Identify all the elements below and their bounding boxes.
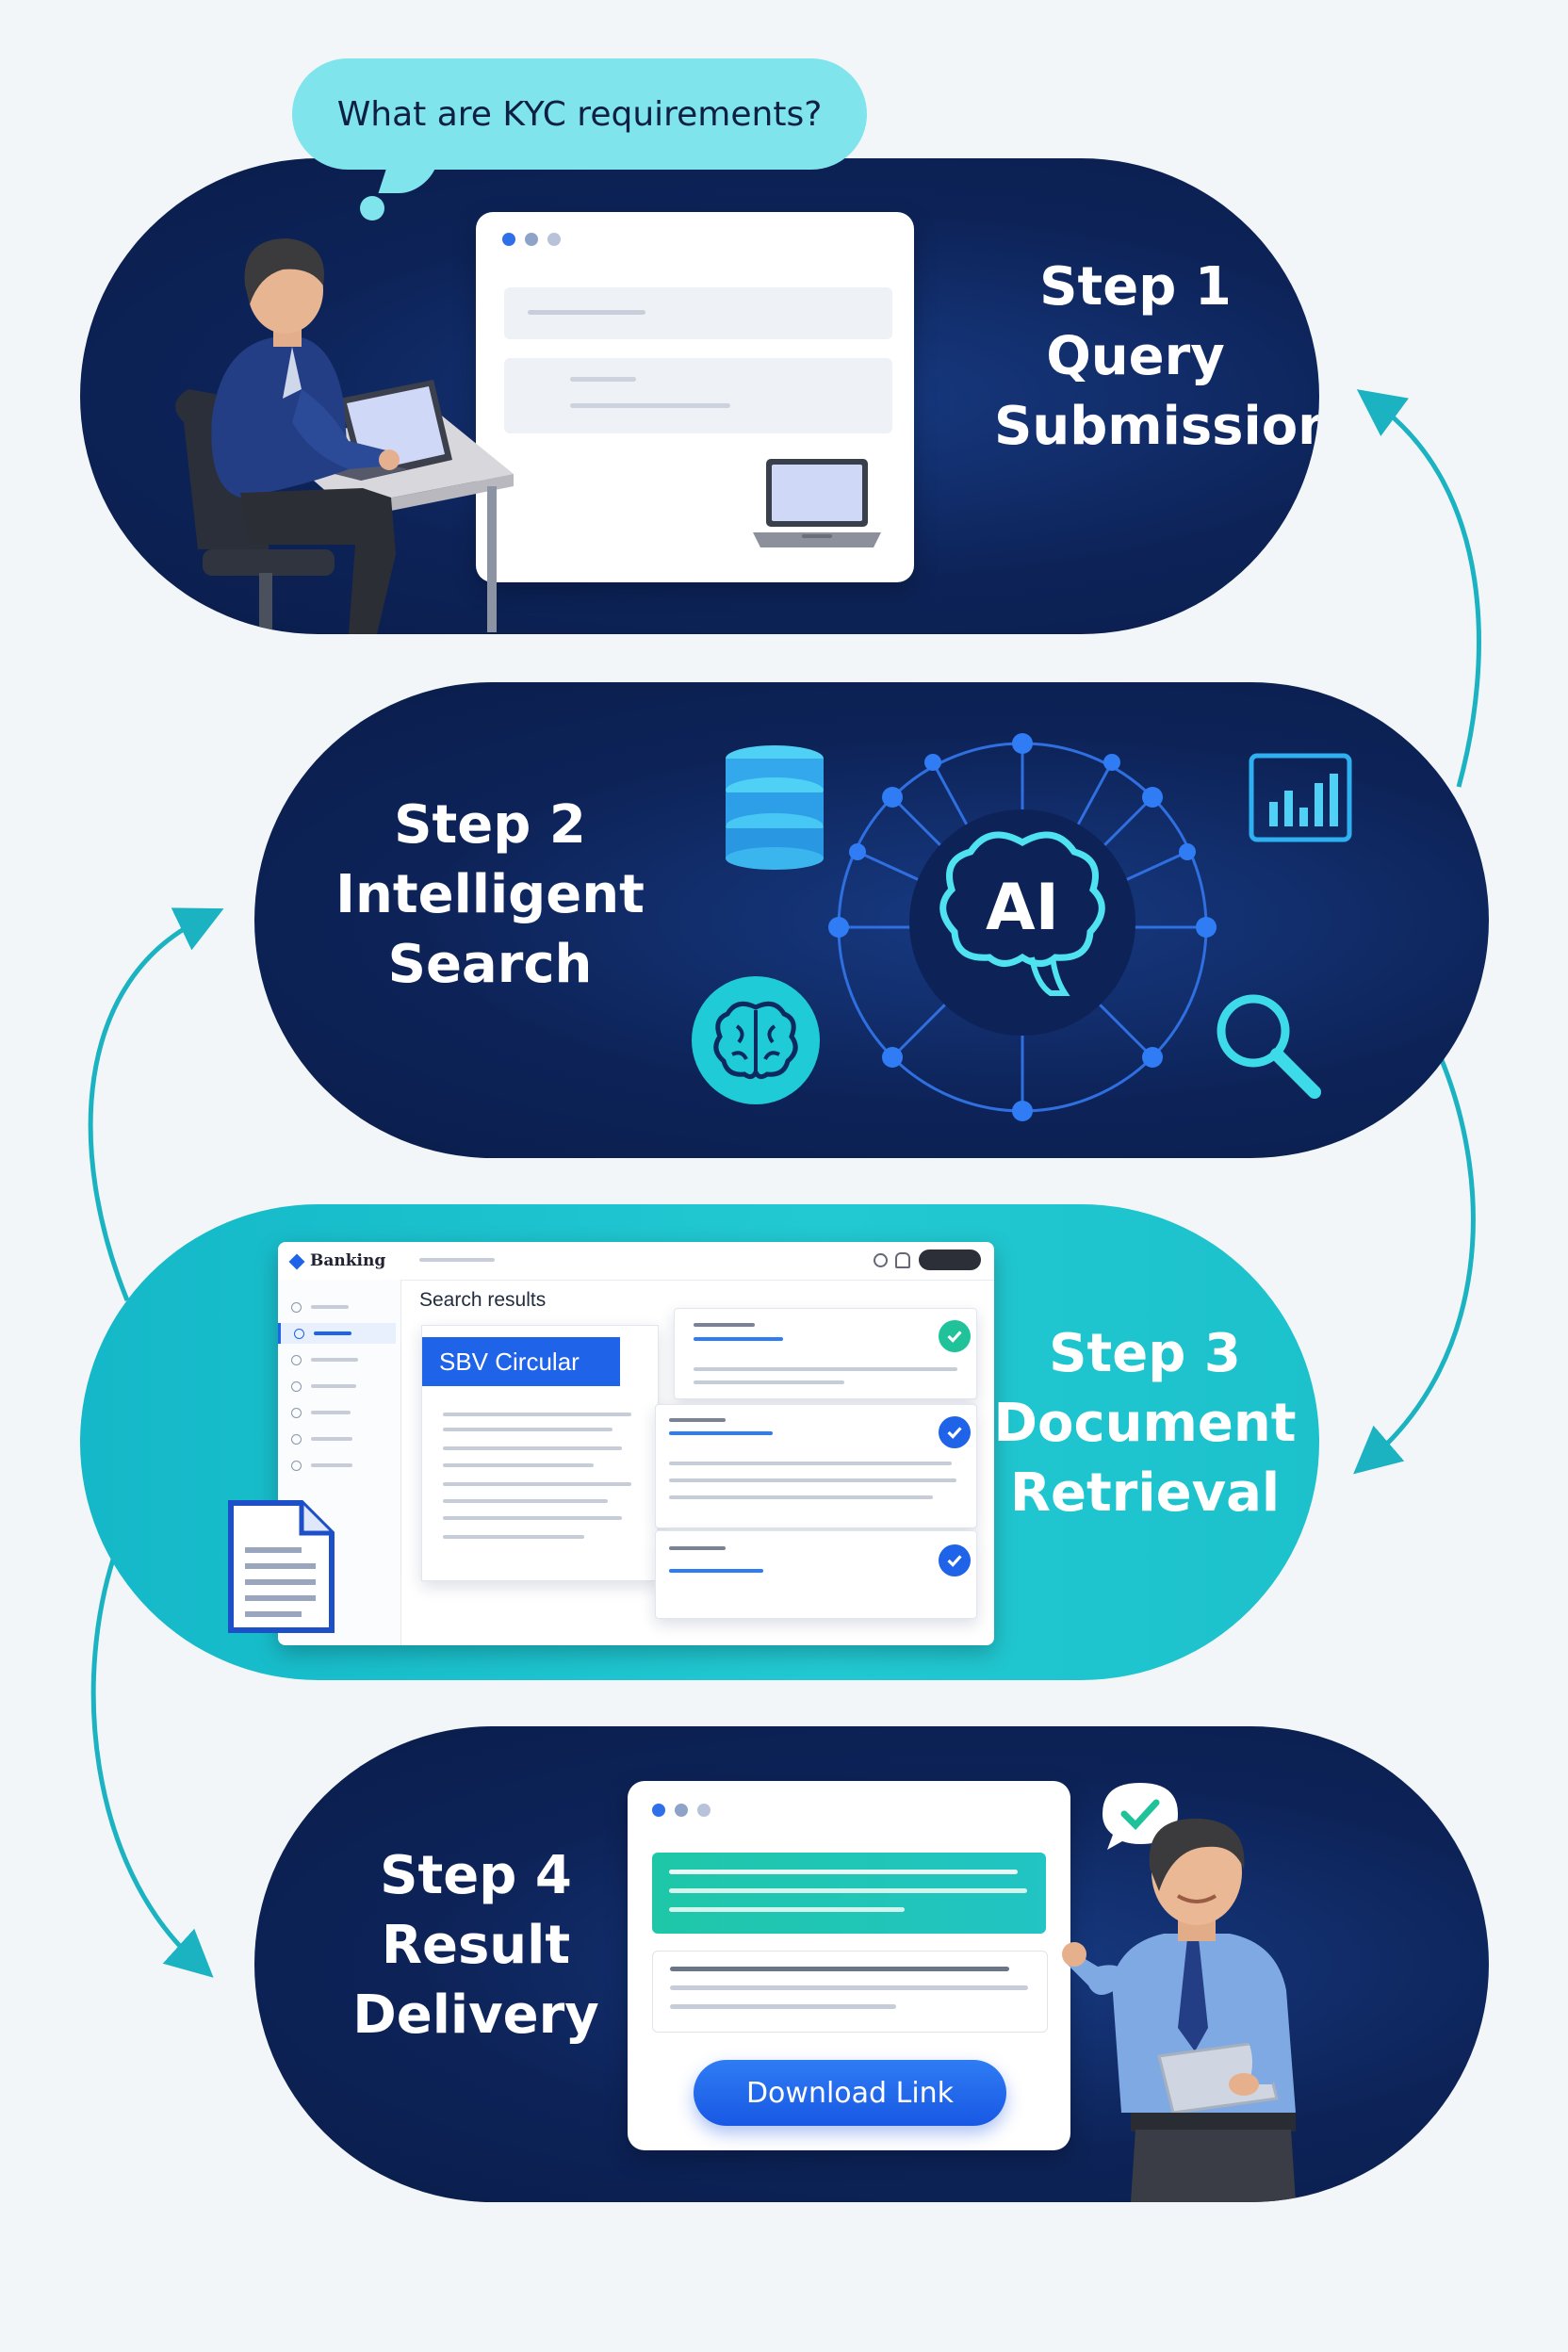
- result-card-1[interactable]: [674, 1308, 977, 1399]
- check-icon: [939, 1544, 971, 1576]
- document-tag-label: SBV Circular: [439, 1348, 580, 1377]
- user-menu[interactable]: [919, 1250, 981, 1270]
- speech-bubble: What are KYC requirements?: [292, 58, 867, 170]
- app-header: Banking: [278, 1242, 994, 1281]
- query-field: [504, 287, 892, 339]
- result-card-3[interactable]: [655, 1530, 977, 1619]
- step1-line2: Query: [994, 322, 1277, 392]
- result-field: [504, 358, 892, 433]
- results-heading: Search results: [419, 1289, 546, 1312]
- step4-line2: Result: [311, 1911, 641, 1981]
- result-card-2[interactable]: [655, 1404, 977, 1528]
- step1-title: Step 1 Query Submission: [994, 253, 1277, 462]
- step4-label: Step 4: [311, 1841, 641, 1911]
- download-link-button[interactable]: Download Link: [694, 2060, 1006, 2126]
- step2-line2: Intelligent: [325, 860, 655, 930]
- check-icon: [939, 1416, 971, 1448]
- query-browser-window: [476, 212, 914, 582]
- sidebar-item-active[interactable]: [278, 1323, 396, 1344]
- step1-panel: Step 1 Query Submission: [80, 158, 1319, 634]
- sidebar-item[interactable]: [291, 1429, 385, 1449]
- step2-panel: Step 2 Intelligent Search: [254, 682, 1489, 1158]
- document-tag: SBV Circular: [422, 1337, 620, 1386]
- step3-line2: Document: [985, 1389, 1305, 1459]
- window-dots: [652, 1804, 720, 1821]
- magnifier-icon: [1206, 984, 1329, 1106]
- step1-label: Step 1: [994, 253, 1277, 322]
- sidebar-item[interactable]: [291, 1349, 385, 1370]
- presenter-illustration: [1055, 1802, 1338, 2202]
- step3-panel: Banking Search results SBV Circular: [80, 1204, 1319, 1680]
- step4-line3: Delivery: [311, 1981, 641, 2050]
- app-logo-icon: [289, 1254, 305, 1270]
- step3-title: Step 3 Document Retrieval: [985, 1319, 1305, 1528]
- laptop-icon: [749, 455, 886, 559]
- document-icon: [226, 1498, 337, 1635]
- sidebar-item[interactable]: [291, 1297, 385, 1317]
- search-icon[interactable]: [874, 1253, 888, 1267]
- step4-title: Step 4 Result Delivery: [311, 1841, 641, 2050]
- ai-label: AI: [956, 871, 1088, 945]
- sidebar-item[interactable]: [291, 1455, 385, 1476]
- app-brand: Banking: [310, 1251, 385, 1270]
- arrow-step2-to-step3: [1371, 1060, 1473, 1459]
- retrieval-app-window: Banking Search results SBV Circular: [278, 1242, 994, 1645]
- person-at-laptop-illustration: [108, 187, 523, 634]
- step3-label: Step 3: [985, 1319, 1305, 1389]
- sidebar-item[interactable]: [291, 1402, 385, 1423]
- download-link-label: Download Link: [746, 2077, 954, 2110]
- sidebar-item[interactable]: [291, 1376, 385, 1396]
- speech-bubble-dot: [360, 196, 384, 220]
- step4-panel: Step 4 Result Delivery: [254, 1726, 1489, 2202]
- step2-title: Step 2 Intelligent Search: [325, 791, 655, 1000]
- step2-line3: Search: [325, 930, 655, 1000]
- check-icon: [939, 1320, 971, 1352]
- bell-icon[interactable]: [895, 1252, 910, 1268]
- question-text: What are KYC requirements?: [337, 95, 823, 134]
- step3-line3: Retrieval: [985, 1459, 1305, 1528]
- step1-line3: Submission: [994, 392, 1277, 462]
- summary-highlight-box: [652, 1853, 1046, 1934]
- bar-chart-icon: [1249, 753, 1352, 842]
- circular-document-card[interactable]: SBV Circular: [421, 1325, 659, 1581]
- document-details-box: [652, 1951, 1048, 2033]
- step2-label: Step 2: [325, 791, 655, 860]
